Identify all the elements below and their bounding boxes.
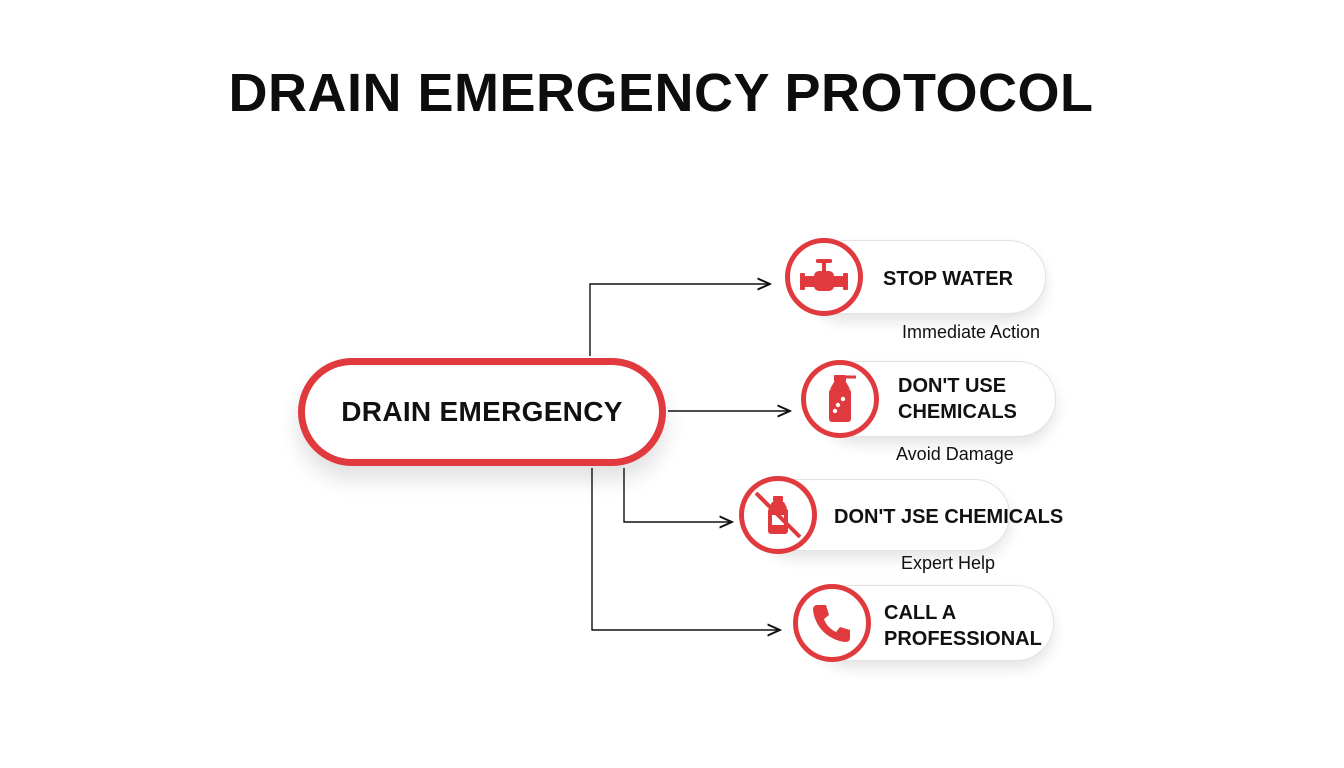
connector-call-professional	[591, 468, 780, 630]
chemical-bottle-icon	[829, 375, 856, 422]
hub-label: DRAIN EMERGENCY	[341, 396, 623, 427]
step-3-label: DON'T JSE CHEMICALS	[834, 506, 1064, 528]
no-chemicals-icon	[754, 491, 802, 539]
step-1-label: STOP WATER	[883, 268, 1014, 290]
step-3-sublabel: Expert Help	[901, 553, 996, 573]
connector-dont-jse-chemicals	[623, 468, 732, 522]
hub-node: DRAIN EMERGENCY	[298, 358, 666, 466]
page-title: DRAIN EMERGENCY PROTOCOL	[228, 63, 1094, 123]
step-3-icon-circle	[739, 476, 817, 554]
phone-icon	[813, 605, 850, 642]
step-1-icon-circle	[785, 238, 863, 316]
step-1-sublabel: Immediate Action	[902, 322, 1041, 342]
step-4-label-line2: PROFESSIONAL	[884, 628, 1042, 650]
step-2-label-line1: DON'T USE	[898, 375, 1007, 397]
step-2-label-line2: CHEMICALS	[898, 401, 1017, 423]
step-4-icon-circle	[793, 584, 871, 662]
step-2-icon-circle	[801, 360, 879, 438]
valve-icon	[800, 259, 848, 291]
step-2-sublabel: Avoid Damage	[896, 444, 1014, 464]
connector-stop-water	[589, 284, 770, 356]
step-4-label-line1: CALL A	[884, 602, 957, 624]
